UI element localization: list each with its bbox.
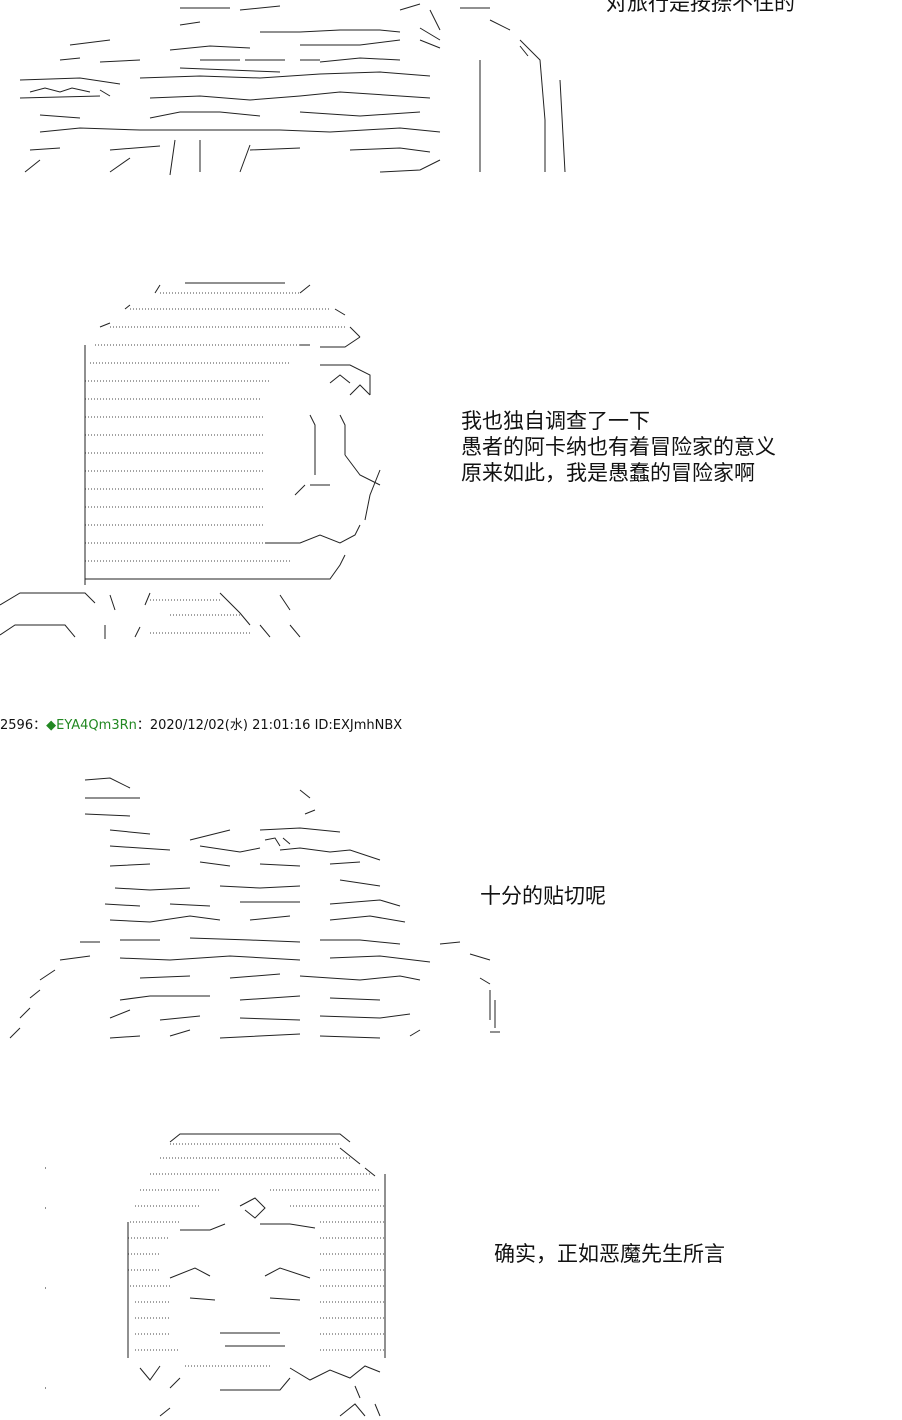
- post-separator: ：: [33, 718, 47, 733]
- trip-diamond-icon: ◆: [46, 718, 57, 733]
- caption-panel-4: 确实，正如恶魔先生所言: [494, 1241, 725, 1267]
- ascii-art-panel-1: [0, 0, 600, 180]
- post-trip[interactable]: EYA4Qm3Rn: [56, 718, 137, 733]
- post-datetime-id: ：2020/12/02(水) 21:01:16 ID:EXJmhNBX: [136, 718, 403, 733]
- caption-line: 确实，正如恶魔先生所言: [494, 1242, 725, 1266]
- caption-panel-2: 我也独自调查了一下 愚者的阿卡纳也有着冒险家的意义 原来如此，我是愚蠢的冒险家啊: [461, 408, 776, 486]
- caption-panel-1: 对旅行是按捺不住的: [606, 0, 795, 16]
- caption-line: 对旅行是按捺不住的: [606, 0, 795, 15]
- caption-line: 十分的贴切呢: [480, 884, 606, 908]
- caption-line: 原来如此，我是愚蠢的冒险家啊: [461, 461, 755, 485]
- ascii-art-panel-2: [0, 275, 420, 647]
- caption-line: 我也独自调查了一下: [461, 409, 650, 433]
- caption-line: 愚者的阿卡纳也有着冒险家的意义: [461, 435, 776, 459]
- caption-panel-3: 十分的贴切呢: [480, 883, 606, 909]
- post-number: 2596: [0, 718, 34, 733]
- ascii-art-panel-4: [0, 1128, 400, 1420]
- ascii-art-panel-3: [0, 770, 510, 1045]
- post-header: 2596：◆EYA4Qm3Rn：2020/12/02(水) 21:01:16 I…: [0, 716, 402, 736]
